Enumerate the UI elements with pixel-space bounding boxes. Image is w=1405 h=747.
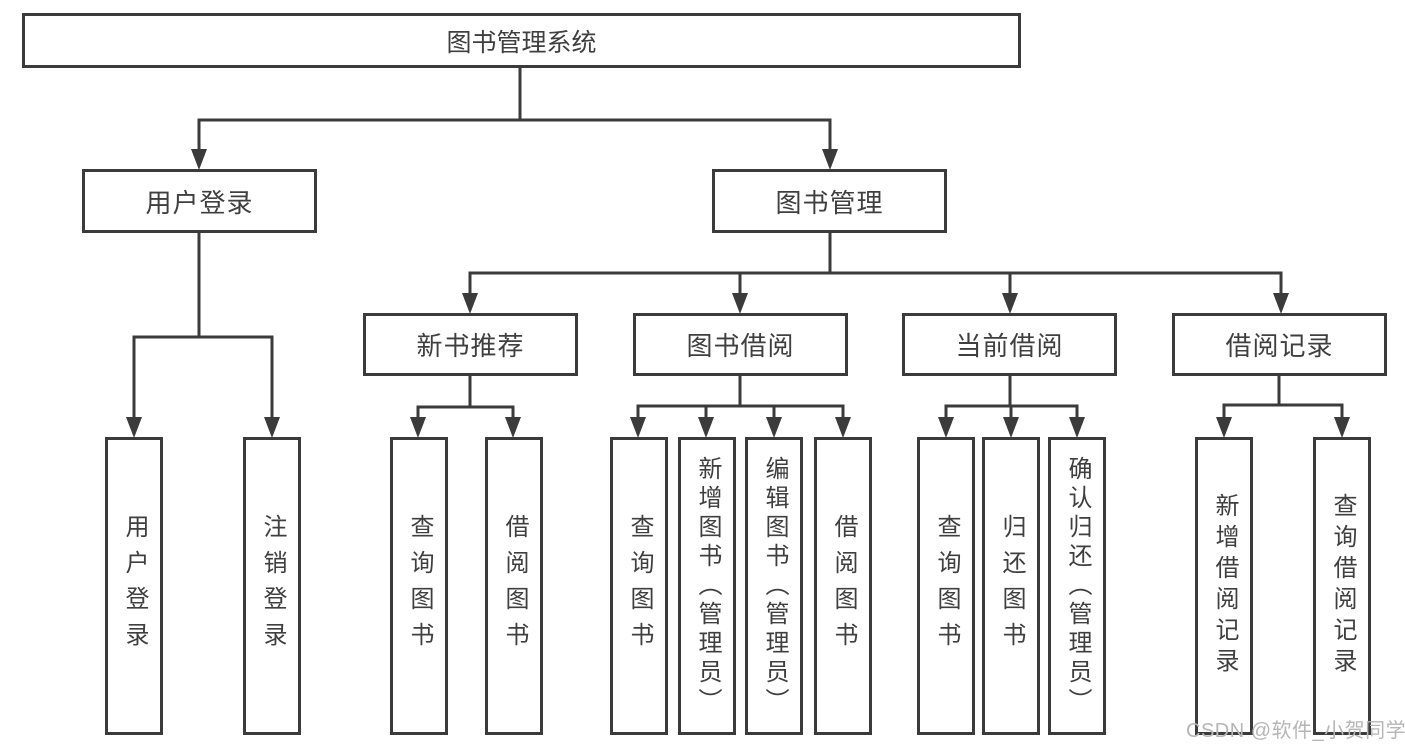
leaf-user-login: 用户登录	[105, 437, 163, 735]
leaf-add-borrow-record: 新增借阅记录	[1195, 437, 1253, 735]
node-user-login: 用户登录	[82, 169, 317, 233]
node-library-management-system: 图书管理系统	[22, 13, 1021, 68]
node-label: 借阅记录	[1225, 331, 1334, 361]
node-label: 新增图书（管理员）	[694, 455, 721, 717]
leaf-add-book-admin: 新增图书（管理员）	[678, 437, 736, 735]
node-label: 借阅图书	[830, 514, 857, 658]
leaf-borrow-books-recommend: 借阅图书	[485, 437, 543, 735]
node-label: 图书管理	[775, 187, 884, 218]
leaf-borrow-books: 借阅图书	[814, 437, 872, 735]
leaf-query-books-borrow: 查询图书	[610, 437, 668, 735]
leaf-edit-book-admin: 编辑图书（管理员）	[745, 437, 803, 735]
node-label: 查询图书	[406, 514, 433, 658]
node-label: 借阅图书	[501, 514, 528, 658]
connector-root-to-level2	[191, 68, 838, 170]
node-label: 查询借阅记录	[1329, 493, 1356, 679]
node-book-borrow: 图书借阅	[633, 313, 848, 376]
leaf-return-book: 归还图书	[982, 437, 1040, 735]
node-label: 编辑图书（管理员）	[761, 455, 788, 717]
leaf-query-books-recommend: 查询图书	[390, 437, 448, 735]
node-label: 查询图书	[626, 514, 653, 658]
node-label: 注销登录	[259, 514, 286, 658]
node-label: 归还图书	[998, 514, 1025, 658]
node-new-book-recommend: 新书推荐	[363, 313, 578, 376]
connector-borrow-records-to-leaves	[1216, 376, 1350, 438]
node-label: 用户登录	[121, 514, 148, 658]
node-label: 新书推荐	[416, 331, 525, 361]
node-label: 当前借阅	[955, 331, 1064, 361]
node-label: 确认归还（管理员）	[1064, 455, 1091, 717]
connector-book-borrow-to-leaves	[630, 376, 851, 438]
connector-current-borrow-to-leaves	[938, 376, 1085, 438]
node-current-borrow: 当前借阅	[902, 313, 1117, 376]
leaf-logout: 注销登录	[243, 437, 301, 735]
node-borrow-records: 借阅记录	[1172, 313, 1387, 376]
node-book-management: 图书管理	[712, 169, 947, 233]
connector-book-management-to-level3	[462, 233, 1289, 314]
node-label: 图书管理系统	[446, 28, 597, 57]
node-label: 查询图书	[933, 514, 960, 658]
csdn-watermark: CSDN @软件_小贺同学	[1186, 720, 1405, 742]
leaf-confirm-return-admin: 确认归还（管理员）	[1048, 437, 1106, 735]
node-label: 用户登录	[145, 187, 254, 218]
connector-user-login-to-leaves	[126, 233, 280, 438]
leaf-query-books-current: 查询图书	[917, 437, 975, 735]
leaf-query-borrow-record: 查询借阅记录	[1313, 437, 1371, 735]
node-label: 图书借阅	[686, 331, 795, 361]
connector-new-book-recommend-to-leaves	[410, 376, 521, 438]
node-label: 新增借阅记录	[1211, 493, 1238, 679]
